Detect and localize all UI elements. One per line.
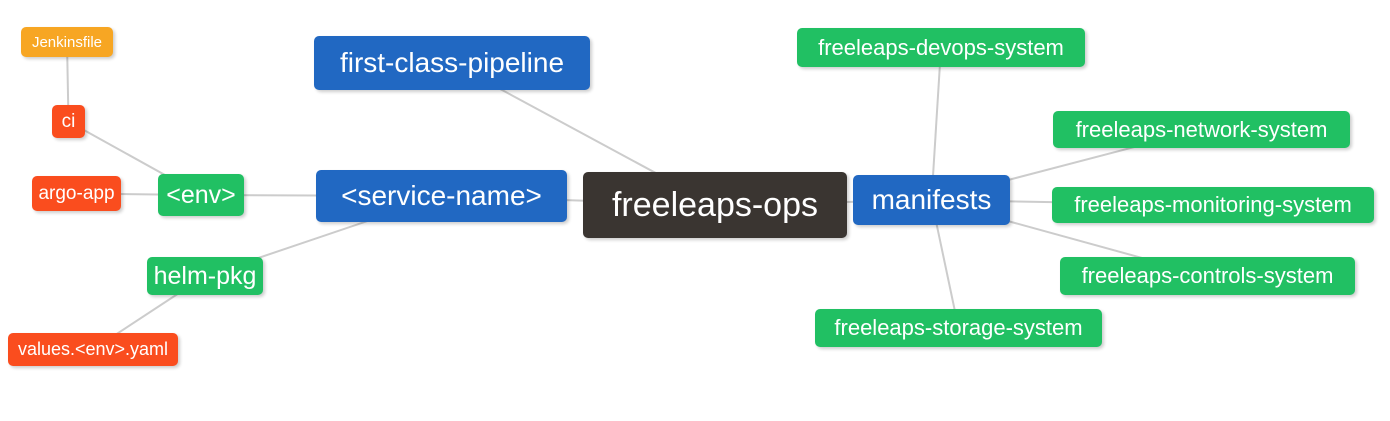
node-service-name[interactable]: <service-name> [316,170,567,222]
node-helm-pkg[interactable]: helm-pkg [147,257,263,295]
node-devops-system[interactable]: freeleaps-devops-system [797,28,1085,67]
node-network-system[interactable]: freeleaps-network-system [1053,111,1350,148]
node-freeleaps-ops[interactable]: freeleaps-ops [583,172,847,238]
node-argo-app[interactable]: argo-app [32,176,121,211]
node-controls-system[interactable]: freeleaps-controls-system [1060,257,1355,295]
node-jenkinsfile[interactable]: Jenkinsfile [21,27,113,57]
node-values-env-yaml[interactable]: values.<env>.yaml [8,333,178,366]
node-ci[interactable]: ci [52,105,85,138]
node-storage-system[interactable]: freeleaps-storage-system [815,309,1102,347]
node-env[interactable]: <env> [158,174,244,216]
node-manifests[interactable]: manifests [853,175,1010,225]
node-monitoring-system[interactable]: freeleaps-monitoring-system [1052,187,1374,223]
edge-manifests-devops-system [930,47,942,201]
node-first-class-pipeline[interactable]: first-class-pipeline [314,36,590,90]
